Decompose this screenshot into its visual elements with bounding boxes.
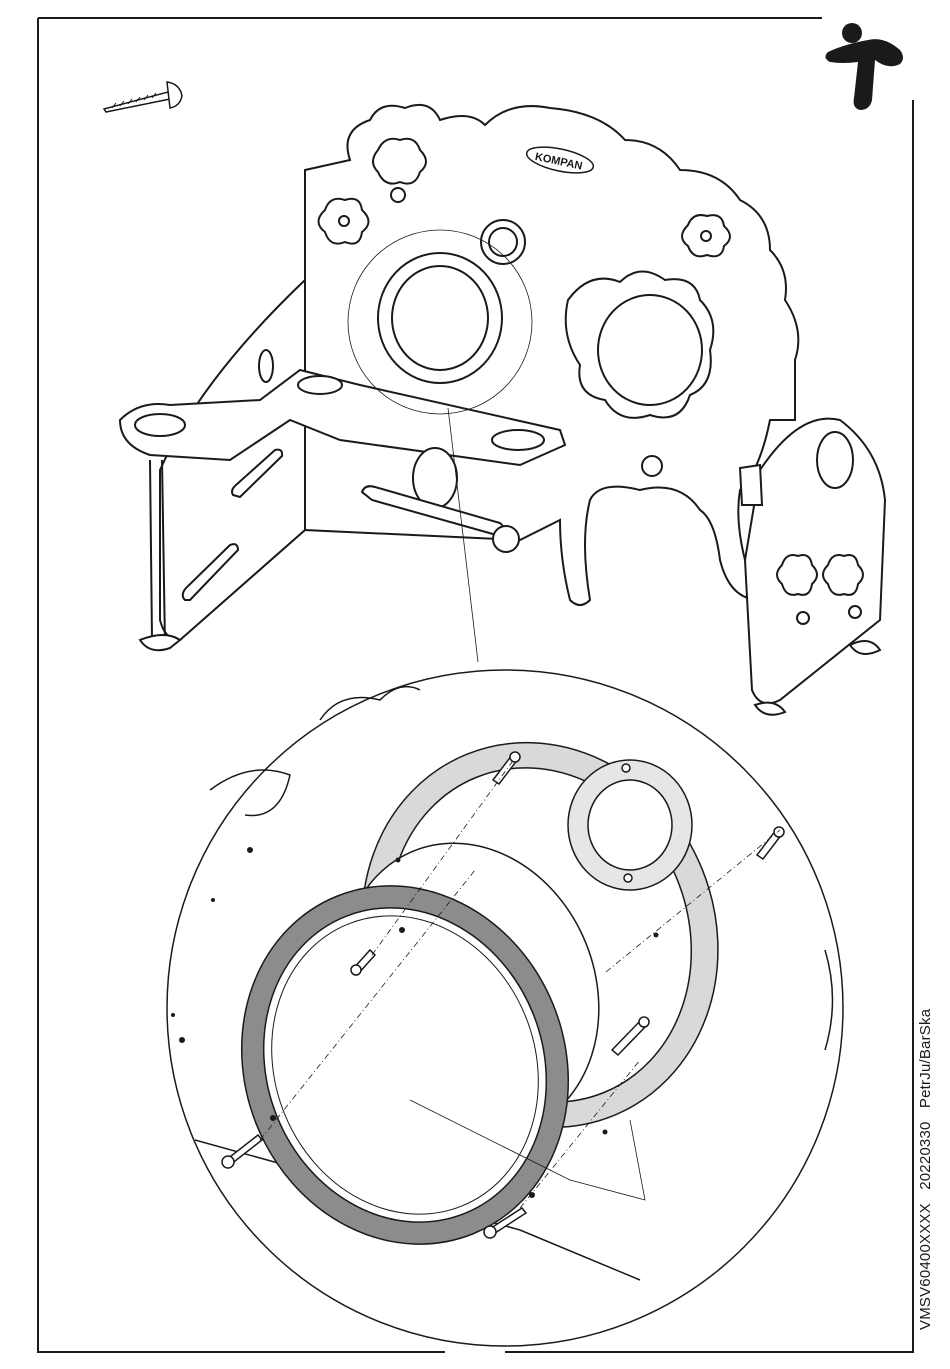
play-panel bbox=[120, 105, 885, 715]
kompan-figure-icon bbox=[825, 23, 903, 110]
authors: PetrJu/BarSka bbox=[917, 1009, 934, 1108]
screw-icon bbox=[104, 82, 182, 112]
small-porthole bbox=[568, 760, 692, 890]
date-code: 20220330 bbox=[917, 1121, 934, 1189]
detail-view bbox=[171, 687, 833, 1294]
document-code: VMSV60400XXXX 20220330 PetrJu/BarSka bbox=[917, 1000, 934, 1330]
product-code: VMSV60400XXXX bbox=[917, 1203, 934, 1330]
